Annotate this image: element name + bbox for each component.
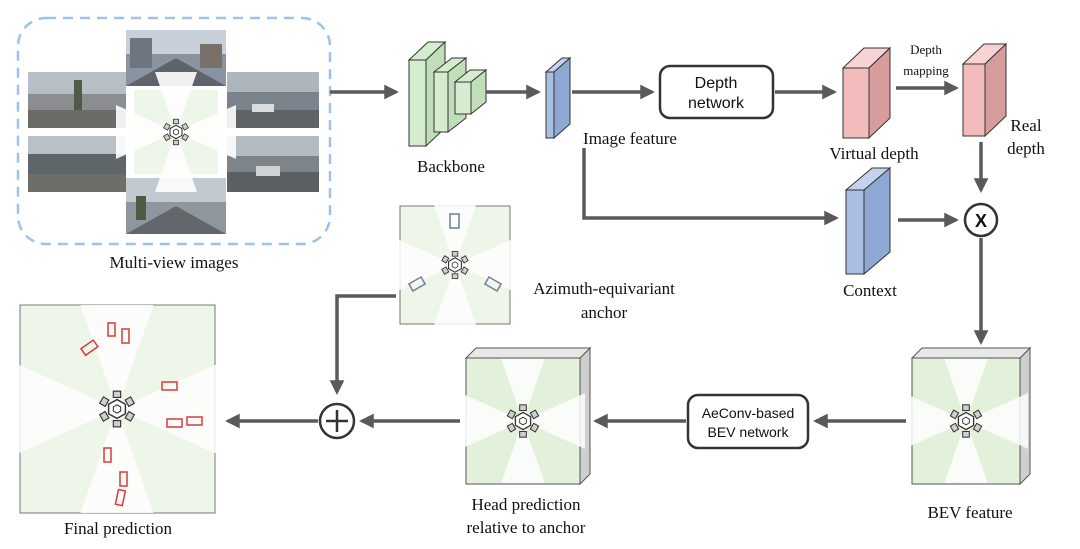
depth-network-box xyxy=(658,64,775,120)
multi-view-images: Multi-view images xyxy=(16,16,332,272)
arrow-feature-to-context xyxy=(582,148,839,226)
multi-view-label: Multi-view images xyxy=(110,253,239,272)
prediction-box xyxy=(103,447,112,463)
azimuth-label-line2: anchor xyxy=(581,303,628,322)
center-ego-tile xyxy=(116,72,236,192)
aeconv-label-line1: AeConv-based xyxy=(702,405,795,421)
backbone-label: Backbone xyxy=(417,157,485,176)
multiply-node xyxy=(963,202,999,238)
prediction-box xyxy=(107,322,116,337)
real-depth-block xyxy=(961,42,1008,138)
azimuth-anchor-panel xyxy=(393,203,517,327)
depth-mapping-label-line1: Depth xyxy=(910,42,942,57)
camera-image-back-left xyxy=(28,136,126,192)
anchor-box xyxy=(483,276,503,292)
final-prediction-label: Final prediction xyxy=(64,519,173,538)
context-block xyxy=(844,166,892,276)
aeconv-network-box xyxy=(686,393,810,450)
virtual-depth-label: Virtual depth xyxy=(829,144,919,163)
prediction-box xyxy=(166,418,183,428)
depth-network-label-line1: Depth xyxy=(695,75,738,92)
depth-mapping-label-line2: mapping xyxy=(903,63,949,78)
virtual-depth-block xyxy=(841,46,892,140)
anchor-box xyxy=(449,213,460,229)
final-prediction-panel xyxy=(13,304,221,514)
head-prediction-block xyxy=(461,346,592,486)
camera-image-front-left xyxy=(28,72,126,128)
prediction-box xyxy=(79,339,99,357)
prediction-box xyxy=(121,328,130,344)
bev-feature-label: BEV feature xyxy=(927,503,1012,522)
prediction-box xyxy=(186,416,203,426)
context-label: Context xyxy=(843,281,897,300)
camera-image-front-right xyxy=(227,72,319,128)
prediction-box xyxy=(114,488,127,507)
bev-feature-block xyxy=(904,346,1032,486)
prediction-box xyxy=(119,471,128,487)
backbone-block xyxy=(407,40,488,148)
azimuth-label-line1: Azimuth-equivariant xyxy=(533,279,675,298)
depth-network-label-line2: network xyxy=(688,95,745,112)
multiply-symbol: X xyxy=(975,211,987,231)
multi-view-dashed-frame xyxy=(16,16,332,246)
head-prediction-label-line1: Head prediction xyxy=(471,495,581,514)
arrow-anchor-to-plus xyxy=(329,294,396,395)
head-prediction-label-line2: relative to anchor xyxy=(467,518,586,537)
anchor-box xyxy=(407,276,427,292)
real-depth-label-line1: Real xyxy=(1010,116,1041,135)
real-depth-label-line2: depth xyxy=(1007,139,1045,158)
prediction-box xyxy=(161,381,178,391)
image-feature-label: Image feature xyxy=(583,129,677,148)
aeconv-label-line2: BEV network xyxy=(708,424,790,440)
image-feature-block xyxy=(544,56,572,140)
camera-image-back-right xyxy=(227,136,319,192)
